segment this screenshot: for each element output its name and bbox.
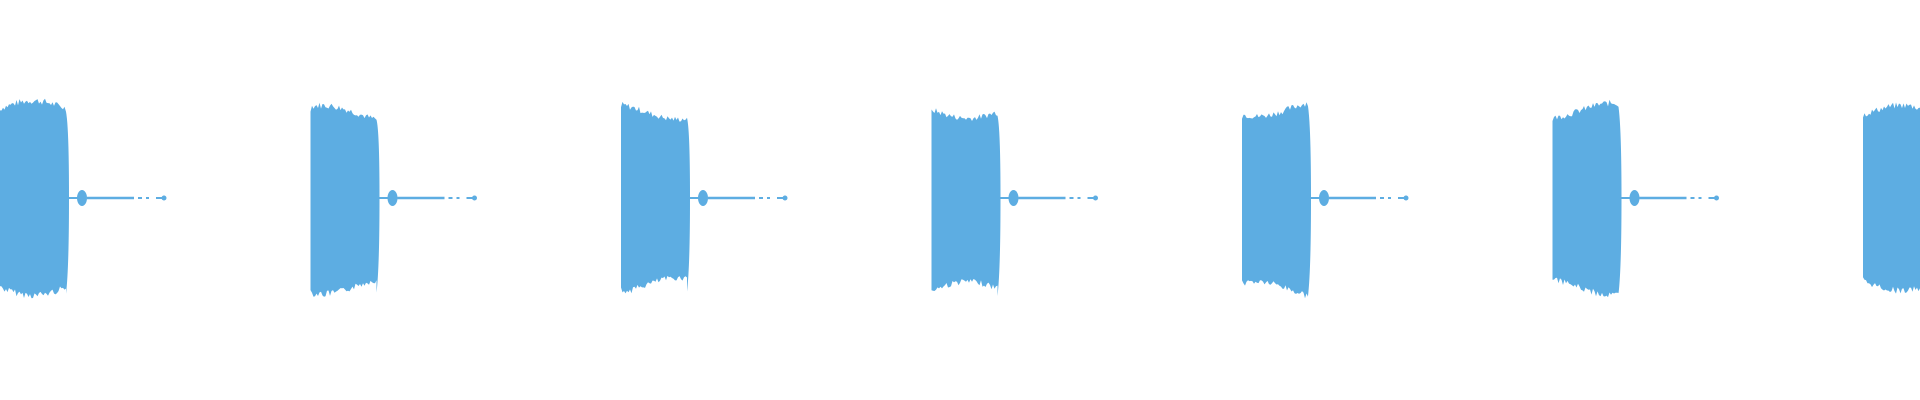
burst-body	[1552, 99, 1622, 298]
waveform-burst-4	[931, 108, 1098, 296]
burst-body	[931, 108, 1001, 296]
waveform-burst-5	[1242, 102, 1409, 299]
burst-body	[0, 98, 69, 299]
burst-end-dot	[1403, 195, 1409, 201]
burst-body	[1863, 102, 1920, 294]
burst-body	[1242, 102, 1311, 299]
burst-end-dot	[161, 195, 167, 201]
burst-end-dot	[782, 195, 788, 201]
waveform-burst-1	[0, 98, 167, 299]
burst-end-dot	[472, 195, 477, 201]
waveform-burst-2	[310, 102, 477, 297]
waveform-burst-7	[1863, 102, 1920, 294]
burst-blip	[698, 190, 708, 206]
waveform-burst-3	[621, 101, 788, 294]
burst-end-dot	[1093, 195, 1098, 201]
waveform-burst-6	[1552, 99, 1719, 298]
burst-blip	[1629, 190, 1640, 206]
burst-body	[310, 102, 380, 297]
burst-blip	[1319, 190, 1329, 206]
burst-blip	[1008, 190, 1019, 206]
burst-body	[621, 101, 690, 294]
burst-end-dot	[1714, 195, 1719, 201]
burst-blip	[387, 190, 398, 206]
burst-blip	[77, 190, 87, 206]
